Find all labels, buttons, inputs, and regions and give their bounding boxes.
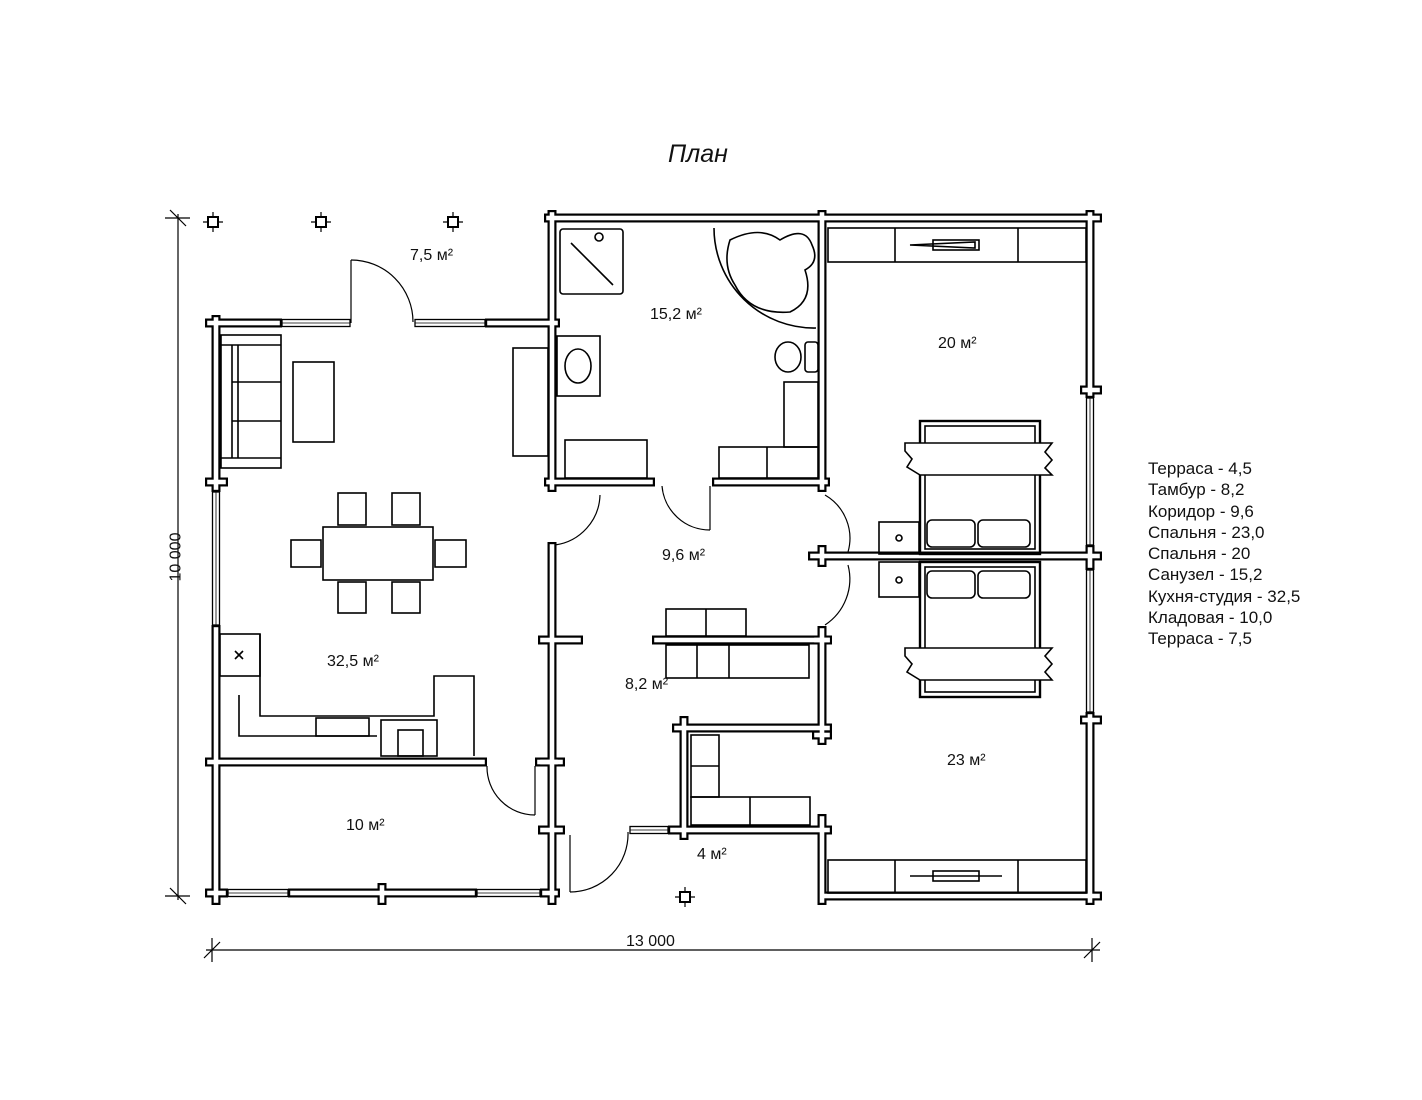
kitchen-set xyxy=(219,633,475,757)
legend-item: Кладовая - 10,0 xyxy=(1148,608,1273,628)
chairs xyxy=(290,492,467,614)
post-icon xyxy=(311,212,331,232)
plan-title: План xyxy=(668,140,728,168)
wardrobe-bottom xyxy=(827,859,1087,894)
legend-item: Спальня - 20 xyxy=(1148,544,1251,564)
doors xyxy=(350,259,851,893)
post-icon xyxy=(675,887,695,907)
room-area-terrace-front: 7,5 м² xyxy=(410,247,454,264)
legend-item: Терраса - 7,5 xyxy=(1148,629,1252,649)
toilet xyxy=(774,341,819,373)
room-area-terrace-entry: 4 м² xyxy=(697,846,727,863)
room-area-bedroom-top: 20 м² xyxy=(938,335,977,352)
shower xyxy=(559,228,624,295)
storage-shelves xyxy=(690,734,811,826)
bed-bottom xyxy=(904,560,1054,699)
post-icon xyxy=(443,212,463,232)
terrace-posts xyxy=(203,212,695,907)
sofa xyxy=(220,334,282,469)
room-area-vestibule: 8,2 м² xyxy=(625,676,669,693)
room-area-storage: 10 м² xyxy=(346,817,385,834)
room-area-bedroom-bottom: 23 м² xyxy=(947,752,986,769)
furniture xyxy=(219,227,1087,894)
bath-shelves xyxy=(718,381,819,479)
tv-unit xyxy=(512,347,549,457)
bath-cabinet xyxy=(564,439,648,479)
legend-item: Терраса - 4,5 xyxy=(1148,459,1252,478)
room-legend: Терраса - 4,5 Тамбур - 8,2 Коридор - 9,6… xyxy=(1148,458,1300,650)
legend-item: Коридор - 9,6 xyxy=(1148,501,1254,521)
nightstands xyxy=(878,521,920,598)
windows xyxy=(211,318,1095,898)
vestibule-cabinets xyxy=(665,608,810,679)
dining-table xyxy=(322,526,434,581)
room-area-kitchen-studio: 32,5 м² xyxy=(327,653,379,670)
wardrobe-top xyxy=(827,227,1087,263)
dimension-height: 10 000 xyxy=(167,532,185,582)
room-area-bathroom: 15,2 м² xyxy=(650,306,702,323)
coffee-table xyxy=(292,361,335,443)
sink xyxy=(556,335,601,397)
legend-item: Санузел - 15,2 xyxy=(1148,565,1263,585)
dimension-lines xyxy=(165,209,1101,962)
room-area-corridor: 9,6 м² xyxy=(662,547,706,564)
bath xyxy=(713,227,817,329)
legend-item: Кухня-студия - 32,5 xyxy=(1148,586,1301,606)
dimension-width: 13 000 xyxy=(626,933,675,950)
legend-item: Тамбур - 8,2 xyxy=(1148,480,1245,500)
legend-item: Спальня - 23,0 xyxy=(1148,522,1265,542)
bed-top xyxy=(904,419,1054,556)
post-icon xyxy=(203,212,223,232)
